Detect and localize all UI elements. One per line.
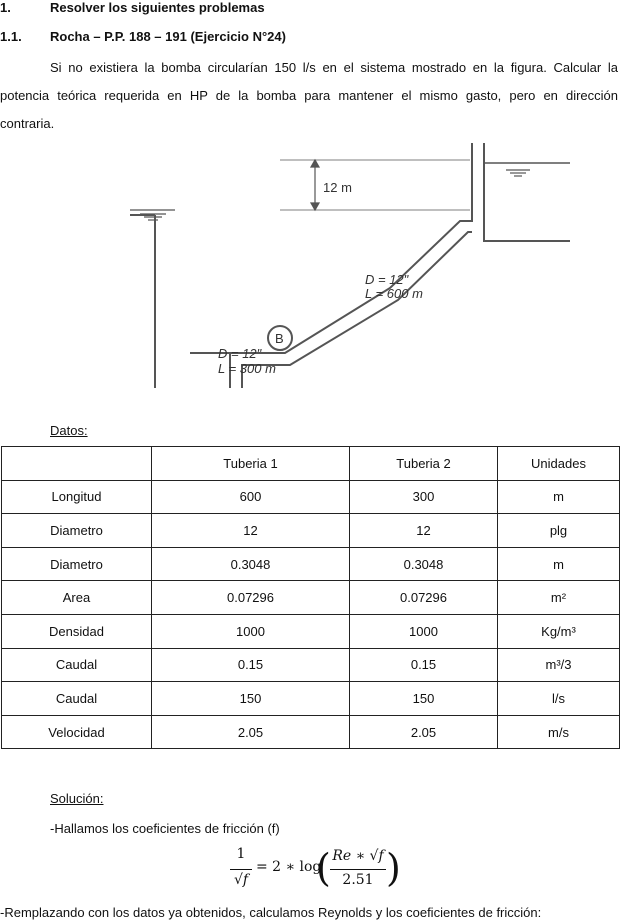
pipe-inner-wall — [241, 231, 472, 388]
pump-icon — [267, 325, 293, 351]
table-cell: Caudal — [1, 647, 152, 683]
height-label: 12 m — [323, 180, 352, 195]
table-cell: m² — [497, 580, 620, 615]
upper-pipe-length: L = 600 m — [365, 286, 423, 301]
table-cell: 300 — [349, 479, 498, 515]
right-water-mark — [506, 169, 530, 177]
subheading-number: 1.1. — [0, 29, 22, 44]
formula-rhs-numerator: Re ∗ √f — [332, 848, 384, 864]
table-cell: 600 — [151, 479, 350, 515]
datos-label: Datos: — [50, 423, 88, 438]
table-cell: m — [497, 479, 620, 515]
table-header-cell: Tuberia 2 — [349, 446, 498, 481]
table-cell: Diametro — [1, 513, 152, 548]
table-cell: Longitud — [1, 479, 152, 515]
table-cell: 2.05 — [151, 714, 350, 750]
heading-title: Resolver los siguientes problemas — [50, 0, 265, 15]
table-cell: 12 — [349, 513, 498, 548]
table-cell: 1000 — [349, 613, 498, 649]
height-dimension — [280, 158, 470, 212]
formula-rhs-bar — [330, 869, 386, 870]
left-water-surface — [130, 209, 175, 221]
table-cell: 0.3048 — [151, 546, 350, 582]
table-cell: plg — [497, 513, 620, 548]
table-cell: Caudal — [1, 681, 152, 716]
table-cell: m — [497, 546, 620, 582]
table-cell: 0.3048 — [349, 546, 498, 582]
problem-line-2: potencia teórica requerida en HP de la b… — [0, 88, 618, 103]
formula-equals-log: = 2 ∗ log — [256, 859, 322, 875]
lower-pipe-diameter: D = 12" — [218, 346, 263, 361]
table-cell: l/s — [497, 681, 620, 716]
reservoir-pump-figure: 12 m B D = 12" L = 600 m D = 12" L = 300… — [130, 143, 570, 388]
lower-pipe-length: L = 300 m — [218, 361, 276, 376]
table-header-cell: Unidades — [497, 446, 620, 481]
table-cell: 150 — [349, 681, 498, 716]
table-cell: Kg/m³ — [497, 613, 620, 649]
table-cell: 0.07296 — [349, 580, 498, 615]
table-cell: 0.15 — [151, 647, 350, 683]
table-header-cell — [1, 446, 152, 481]
step-1-text: -Hallamos los coeficientes de fricción (… — [50, 821, 280, 836]
formula-lhs-denominator: √f — [233, 872, 249, 888]
table-cell: 150 — [151, 681, 350, 716]
pump-label: B — [275, 331, 284, 346]
formula-lhs-bar — [230, 869, 252, 870]
friction-formula: 1 √f = 2 ∗ log ( Re ∗ √f 2.51 ) — [230, 846, 401, 896]
table-cell: 1000 — [151, 613, 350, 649]
table-cell: m/s — [497, 714, 620, 750]
table-cell: Velocidad — [1, 714, 152, 750]
heading-number: 1. — [0, 0, 11, 15]
right-reservoir-wall — [483, 143, 570, 242]
table-cell: 0.15 — [349, 647, 498, 683]
table-cell: m³/3 — [497, 647, 620, 683]
table-cell: Area — [1, 580, 152, 615]
table-cell: Diametro — [1, 546, 152, 582]
table-header-cell: Tuberia 1 — [151, 446, 350, 481]
formula-rhs-denominator: 2.51 — [342, 872, 374, 888]
problem-line-1: Si no existiera la bomba circularían 150… — [50, 60, 618, 75]
table-cell: Densidad — [1, 613, 152, 649]
upper-pipe-diameter: D = 12" — [365, 272, 410, 287]
formula-lhs-numerator: 1 — [236, 846, 246, 862]
subheading-title: Rocha – P.P. 188 – 191 (Ejercicio N°24) — [50, 29, 286, 44]
table-cell: 2.05 — [349, 714, 498, 750]
formula-close-paren: ) — [386, 846, 401, 890]
problem-line-3: contraria. — [0, 116, 55, 131]
table-cell: 12 — [151, 513, 350, 548]
step-2-text: -Remplazando con los datos ya obtenidos,… — [0, 905, 542, 920]
solucion-label: Solución: — [50, 791, 104, 806]
formula-open-paren: ( — [316, 846, 331, 890]
table-cell: 0.07296 — [151, 580, 350, 615]
